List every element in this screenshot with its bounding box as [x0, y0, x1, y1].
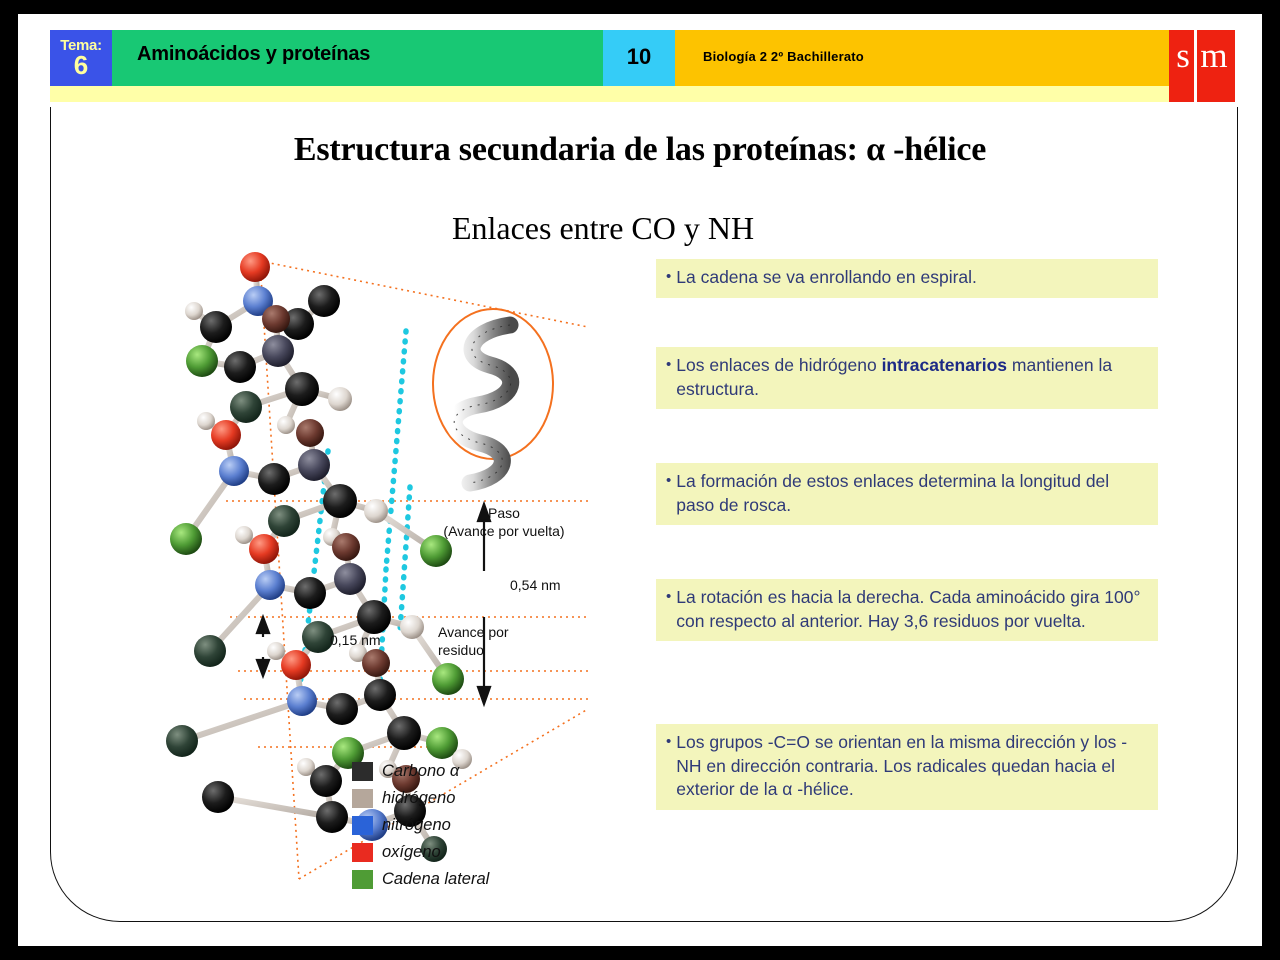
legend-swatch-sidechain	[352, 870, 373, 889]
legend-item: oxígeno	[352, 839, 489, 866]
legend-item: Carbono α	[352, 758, 489, 785]
sm-logo: s m	[1169, 30, 1235, 104]
legend-label: hidrógeno	[382, 789, 456, 807]
bullet-panel-5: • Los grupos -C=O se orientan en la mism…	[656, 724, 1158, 810]
bullet-marker: •	[666, 356, 672, 373]
bullet-panel-2: • Los enlaces de hidrógeno intracatenari…	[656, 347, 1158, 410]
bullet-text: La cadena se va enrollando en espiral.	[676, 267, 977, 287]
label-paso: Paso (Avance por vuelta)	[443, 505, 565, 539]
measurement-arrows	[255, 500, 492, 708]
page-subtitle: Enlaces entre CO y NH	[451, 210, 755, 246]
label-residuo-value: 0,15 nm	[330, 632, 381, 648]
bullet-text: La rotación es hacia la derecha. Cada am…	[676, 587, 1141, 631]
bullet-marker: •	[666, 588, 672, 605]
course-bar: Biología 2 2º Bachillerato	[675, 30, 1169, 86]
legend-label: Cadena lateral	[382, 870, 490, 888]
logo-divider	[1194, 30, 1197, 104]
helix-inset	[432, 308, 554, 492]
bullet-marker: •	[666, 268, 672, 285]
tema-label: Tema:	[60, 37, 102, 54]
legend-label: Carbono α	[382, 762, 460, 780]
molecule-diagram	[166, 252, 589, 880]
legend-item: nitrógeno	[352, 812, 489, 839]
legend-label: nitrógeno	[382, 816, 451, 834]
logo-letter-s: s	[1176, 36, 1190, 75]
bullet-text: Los enlaces de hidrógeno intracatenarios…	[676, 354, 1146, 401]
label-residuo: Avance por residuo	[438, 624, 509, 658]
bullet-marker: •	[666, 733, 672, 750]
bullet-text: Los grupos -C=O se orientan en la misma …	[676, 732, 1128, 800]
label-paso-value: 0,54 nm	[510, 577, 561, 593]
alpha-helix-figure: Paso (Avance por vuelta) 0,54 nm 0,15 nm…	[118, 239, 638, 899]
legend-swatch-hydrogen	[352, 789, 373, 808]
bullet-panel-4: • La rotación es hacia la derecha. Cada …	[656, 579, 1158, 642]
unit-title-bar: Aminoácidos y proteínas	[112, 30, 603, 86]
bullet-text-bold: intracatenarios	[881, 355, 1008, 375]
bullet-panel-1: • La cadena se va enrollando en espiral.	[656, 259, 1158, 298]
header-pale-strip	[50, 86, 1169, 104]
legend-swatch-nitrogen	[352, 816, 373, 835]
bullet-text: La formación de estos enlaces determina …	[676, 471, 1110, 515]
molecule-atoms	[166, 252, 472, 862]
legend-label: oxígeno	[382, 843, 441, 861]
page-number: 10	[626, 44, 652, 69]
bullet-panel-3: • La formación de estos enlaces determin…	[656, 463, 1158, 526]
legend-item: Cadena lateral	[352, 866, 489, 893]
legend-swatch-oxygen	[352, 843, 373, 862]
tema-badge: Tema: 6	[50, 30, 112, 86]
slide-header: Tema: 6 Aminoácidos y proteínas 10 Biolo…	[18, 14, 1262, 106]
legend-item: hidrógeno	[352, 785, 489, 812]
logo-letter-m: m	[1200, 36, 1228, 75]
course-label: Biología 2 2º Bachillerato	[703, 49, 864, 64]
legend-swatch-carbon	[352, 762, 373, 781]
bullet-marker: •	[666, 472, 672, 489]
helix-ribbon	[445, 316, 520, 492]
legend: Carbono α hidrógeno nitrógeno oxígeno Ca…	[352, 758, 489, 893]
bullet-text-pre: Los enlaces de hidrógeno	[676, 355, 882, 375]
unit-title: Aminoácidos y proteínas	[137, 43, 371, 65]
page-number-bar: 10	[603, 30, 675, 86]
content-frame	[49, 102, 1239, 922]
slide: Tema: 6 Aminoácidos y proteínas 10 Biolo…	[18, 14, 1262, 946]
bullet-text-post: mantienen la estructura.	[676, 355, 1113, 399]
page-title: Estructura secundaria de las proteínas: …	[293, 131, 987, 168]
tema-number: 6	[73, 50, 89, 80]
